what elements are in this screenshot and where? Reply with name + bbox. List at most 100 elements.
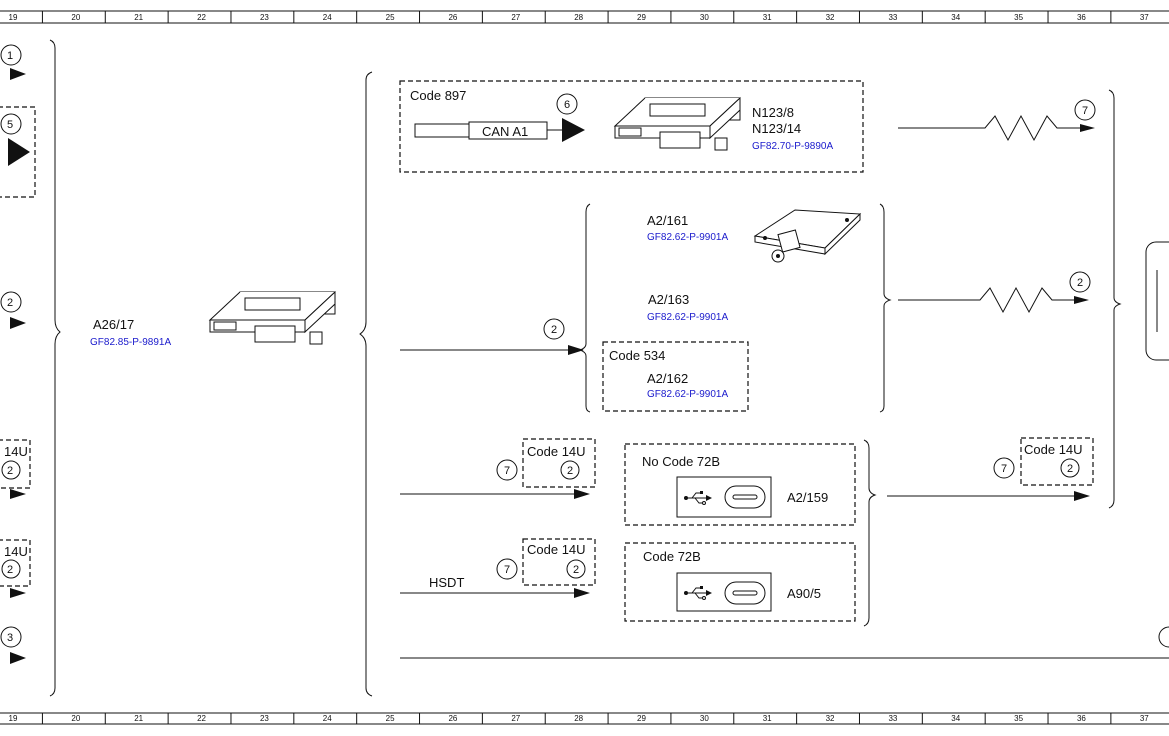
usb-c-port-2 <box>724 581 766 605</box>
top-ruler-tick-label: 31 <box>763 13 772 22</box>
a2-162-ref: GF82.62-P-9901A <box>647 389 728 400</box>
bottom-ruler-tick-label: 20 <box>71 714 80 723</box>
marker-2-b: 2 <box>573 564 579 576</box>
bottom-ruler-tick-label: 28 <box>574 714 583 723</box>
top-ruler-tick-label: 32 <box>826 13 835 22</box>
top-ruler-tick-label: 21 <box>134 13 143 22</box>
code-14u-b-label: Code 14U <box>527 542 586 557</box>
top-ruler-tick-label: 37 <box>1140 13 1149 22</box>
top-ruler-tick-label: 20 <box>71 13 80 22</box>
left-code-14u-a: 14U <box>4 444 28 459</box>
hsdt-label: HSDT <box>429 575 464 590</box>
a2-159-label: A2/159 <box>787 490 828 505</box>
top-resistor-line: 7 <box>898 99 1096 142</box>
marker-2-right: 2 <box>1077 277 1083 289</box>
bottom-ruler-tick-label: 23 <box>260 714 269 723</box>
marker-2-a: 2 <box>567 465 573 477</box>
left-brace <box>49 39 61 697</box>
a2-input-wire: 2 <box>400 318 584 355</box>
module-a26-17: A26/17 GF82.85-P-9891A <box>90 290 336 348</box>
code-897-label: Code 897 <box>410 88 466 103</box>
left-marker-5: 5 <box>7 119 13 131</box>
top-ruler-tick-label: 27 <box>511 13 520 22</box>
bottom-ruler-tick-label: 24 <box>323 714 332 723</box>
bottom-ruler-tick-label: 34 <box>951 714 960 723</box>
a2-group: A2/161 GF82.62-P-9901A A2/163 GF82.62-P-… <box>578 203 892 413</box>
marker-7-c: 7 <box>1001 463 1007 475</box>
top-ruler-tick-label: 30 <box>700 13 709 22</box>
bottom-ruler-tick-label: 19 <box>9 714 18 723</box>
code-897-group: Code 897 CAN A1 6 N123/8 N123/14 GF82.70… <box>399 80 864 173</box>
top-ruler-tick-label: 24 <box>323 13 332 22</box>
bottom-ruler-tick-label: 32 <box>826 714 835 723</box>
no-code-72b-label: No Code 72B <box>642 454 720 469</box>
a90-5-label: A90/5 <box>787 586 821 601</box>
can-a1-label: CAN A1 <box>482 124 528 139</box>
n123-ecu-icon <box>613 96 741 151</box>
bottom-ruler: 19 20 21 22 23 24 25 26 27 28 29 30 31 32 33 34 35 36 37 <box>0 712 1169 725</box>
n123-14-label: N123/14 <box>752 121 801 136</box>
usb-row-2: Code 14U 2 7 HSDT Code 72B A90/5 <box>400 538 856 622</box>
marker-7-a: 7 <box>504 465 510 477</box>
a2-163-label: A2/163 <box>648 292 689 307</box>
n123-ref: GF82.70-P-9890A <box>752 141 833 152</box>
top-ruler-tick-label: 22 <box>197 13 206 22</box>
top-ruler-tick-label: 26 <box>448 13 457 22</box>
left-marker-3: 3 <box>7 632 13 644</box>
left-marker-1: 1 <box>7 50 13 62</box>
usb-output: Code 14U 2 7 <box>887 437 1094 501</box>
bottom-ruler-tick-label: 36 <box>1077 714 1086 723</box>
top-ruler-tick-label: 29 <box>637 13 646 22</box>
usb-brace <box>863 439 877 627</box>
a2-161-label: A2/161 <box>647 213 688 228</box>
code-72b-label: Code 72B <box>643 549 701 564</box>
bottom-ruler-tick-label: 37 <box>1140 714 1149 723</box>
top-ruler-tick-label: 23 <box>260 13 269 22</box>
marker-7-top: 7 <box>1082 105 1088 117</box>
a26-17-ref: GF82.85-P-9891A <box>90 337 171 348</box>
bottom-ruler-tick-label: 22 <box>197 714 206 723</box>
bottom-ruler-tick-label: 31 <box>763 714 772 723</box>
top-ruler-tick-label: 33 <box>888 13 897 22</box>
right-brace <box>1108 89 1122 509</box>
top-ruler-tick-label: 34 <box>951 13 960 22</box>
code-14u-c-label: Code 14U <box>1024 442 1083 457</box>
top-ruler-tick-label: 36 <box>1077 13 1086 22</box>
marker-7-b: 7 <box>504 564 510 576</box>
bottom-ruler-tick-label: 27 <box>511 714 520 723</box>
usb-row-1: Code 14U 2 7 No Code 72B A2/159 <box>400 438 856 526</box>
usb-icon-2 <box>684 586 712 600</box>
bottom-ruler-tick-label: 25 <box>386 714 395 723</box>
bottom-ruler-tick-label: 29 <box>637 714 646 723</box>
left-marker-2c: 2 <box>7 564 13 576</box>
bottom-ruler-tick-label: 35 <box>1014 714 1023 723</box>
usb-c-port-1 <box>724 485 766 509</box>
middle-brace <box>359 71 373 697</box>
a2-163-ref: GF82.62-P-9901A <box>647 312 728 323</box>
bottom-ruler-tick-label: 26 <box>448 714 457 723</box>
bottom-ruler-tick-label: 33 <box>888 714 897 723</box>
a26-17-label: A26/17 <box>93 317 134 332</box>
marker-2-mid: 2 <box>551 324 557 336</box>
bottom-ruler-tick-label: 21 <box>134 714 143 723</box>
bottom-ruler-tick-label: 30 <box>700 714 709 723</box>
left-edge-markers: 1 5 2 14U 2 14U 2 3 <box>0 44 36 664</box>
a2-161-ref: GF82.62-P-9901A <box>647 232 728 243</box>
usb-icon <box>684 491 712 505</box>
mid-resistor-line: 2 <box>898 271 1091 314</box>
marker-2-c: 2 <box>1067 463 1073 475</box>
top-ruler-tick-label: 28 <box>574 13 583 22</box>
n123-8-label: N123/8 <box>752 105 794 120</box>
code-14u-a-label: Code 14U <box>527 444 586 459</box>
top-ruler-tick-label: 25 <box>386 13 395 22</box>
right-partial-module <box>1145 241 1169 361</box>
a26-17-ecu-icon <box>208 290 336 345</box>
left-marker-2b: 2 <box>7 465 13 477</box>
top-ruler-tick-label: 35 <box>1014 13 1023 22</box>
top-ruler: 19 20 21 22 23 24 25 26 27 28 29 30 31 32 33 34 35 36 37 <box>0 10 1169 24</box>
left-code-14u-b: 14U <box>4 544 28 559</box>
left-marker-2a: 2 <box>7 297 13 309</box>
marker-6: 6 <box>564 99 570 111</box>
top-ruler-tick-label: 19 <box>9 13 18 22</box>
